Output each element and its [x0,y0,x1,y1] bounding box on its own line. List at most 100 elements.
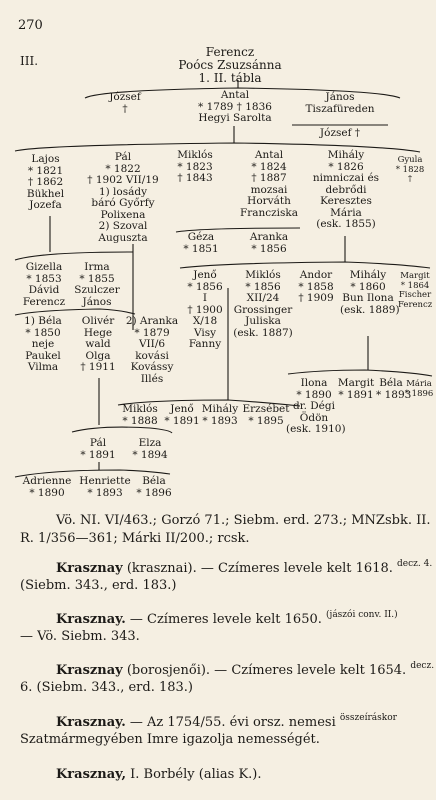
line: Olga [85,349,111,362]
person-janos: János Tiszafüreden [300,91,380,115]
line: Elza [138,437,162,449]
line: Pál [89,437,107,449]
person-geza: Géza * 1851 [176,231,226,255]
line: 2) Aranka [125,315,179,327]
line: Pál [114,151,132,163]
entry-2-line-2: — Vö. Siebm. 343. [20,629,140,644]
line: Ferencz [22,295,66,308]
name: József † [319,127,361,139]
references-line-2: R. 1/356—361; Márki II/200.; rcsk. [20,531,250,546]
person-oliver: Olivér Hege wald Olga † 1911 [72,315,124,374]
entry-text: (borosjenői). — Czímeres levele kelt 165… [122,663,407,678]
line: Mihály [349,269,387,281]
person-jozsef-child: József † [300,127,380,140]
entry-text: — Czímeres levele kelt 1650. [125,612,322,627]
line: kovási [135,349,169,362]
line: * 1856 [187,280,223,293]
person-antal-2: Antal * 1824 † 1887 mozsai Horváth Franc… [236,149,302,219]
line: Illés [140,372,164,385]
line: Grossinger [233,303,293,316]
line: Adrienne [22,475,72,487]
person-jeno-2: Jenő * 1891 [162,403,202,427]
entry-sup: decz. [410,661,435,671]
entry-3-line-2: 6. (Siebm. 343., erd. 183.) [20,680,193,695]
entry-1-line-1: Krasznay (krasznai). — Czímeres levele k… [56,559,433,579]
line: Mária [330,206,362,219]
root-spouse: Poócs Zsuzsánna [178,58,282,72]
place: Tiszafüreden [305,102,375,115]
entry-5-line-1: Krasznay, I. Borbély (alias K.). [56,766,262,783]
name: János [325,91,355,103]
line: Ödön [299,411,329,424]
entry-sup: decz. 4. [397,559,433,569]
line: (esk. 1887) [233,326,293,339]
line: neje [31,338,55,350]
person-antal: Antal * 1789 † 1836 Hegyi Sarolta [180,89,290,125]
line: Fanny [188,338,222,350]
entry-3-line-1: Krasznay (borosjenői). — Czímeres levele… [56,661,435,681]
person-mihaly-2: Mihály * 1860 Bun Ilona (esk. 1889) [340,269,400,316]
line: † 1900 [187,303,223,316]
line: * 1864 [400,280,430,291]
line: Mihály [327,149,365,161]
line: * 1895 [248,414,284,427]
line: † 1911 [80,361,116,373]
person-margit: Margit * 1864 Fischer Ferencz [398,271,432,310]
line: * 1890 [29,486,65,499]
line: * 1893 [87,486,123,499]
line: Mihály [201,403,239,415]
person-bela: 1) Béla * 1850 neje Paukel Vilma [18,315,68,374]
line: Antal [254,149,284,161]
person-aranka: Aranka * 1856 [244,231,294,255]
line: Vilma [27,361,59,373]
person-jozsef: József † [95,91,155,115]
name: Antal [220,89,250,101]
entry-name: Krasznay [56,561,123,576]
line: Paukel [25,349,61,362]
entry-text: I. Borbély (alias K.). [125,767,262,782]
line: * 1851 [183,242,219,255]
line: Lajos [31,153,60,165]
line: † 1843 [177,172,213,184]
line: * 1890 [296,388,332,401]
line: debrődi [325,183,367,196]
entry-4-line-1: Krasznay. — Az 1754/55. évi orsz. nemesi… [56,713,397,733]
person-erzsebet: Erzsébet * 1895 [240,403,292,427]
line: Szulczer [74,284,120,296]
line: Margit [400,271,430,281]
line: nimniczai és [312,172,380,184]
line: * 1894 [132,448,168,461]
person-pal: Pál * 1822 † 1902 VII/19 1) losády báró … [80,151,166,244]
spouse: Hegyi Sarolta [198,112,272,124]
line: wald [85,338,111,350]
line: Mária [406,379,432,389]
line: János [82,295,112,308]
entry-2-line-1: Krasznay. — Czímeres levele kelt 1650. (… [56,610,398,630]
line: Olivér [81,315,115,327]
line: Géza [187,231,215,243]
line: * 1891 [80,448,116,461]
entry-sup: (jászói conv. II.) [326,610,398,620]
person-henriette: Henriette * 1893 [74,475,136,499]
line: Irma [84,261,110,273]
line: * 1822 [105,162,141,175]
line: * 1821 [27,164,64,177]
line: Visy [193,326,217,339]
line: Bükhel [26,187,65,200]
entry-1-line-2: (Siebm. 343., erd. 183.) [20,578,177,593]
name: József [109,91,141,103]
references-line-1: Vö. NI. VI/463.; Gorzó 71.; Siebm. erd. … [56,513,431,528]
line: 1) losády [98,185,148,198]
entry-sup: összeíráskor [339,713,397,723]
line: 1) Béla [24,315,62,327]
line: * 1860 [350,280,386,293]
line: Erzsébet [242,403,290,415]
line: * 1858 [298,280,334,293]
line: (esk. 1889) [340,303,400,316]
line: * 1828 [395,164,425,175]
line: XII/24 [246,292,280,304]
person-adrienne: Adrienne * 1890 [16,475,78,499]
line: Keresztes [320,195,372,207]
person-maria: Mária * 1896 [404,379,434,399]
